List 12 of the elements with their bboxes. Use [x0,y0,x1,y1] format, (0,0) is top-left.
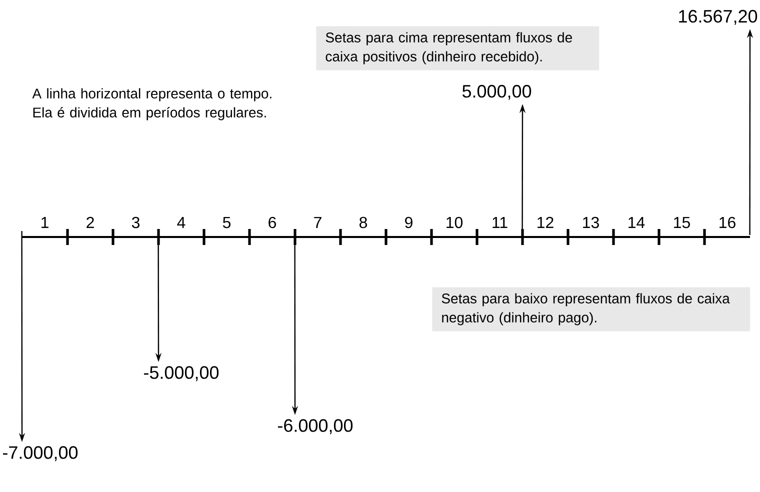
note-text: A linha horizontal representa o tempo. Ela é dividida em períodos regulares. [32,88,272,120]
value-label: 5.000,00 [462,84,532,100]
timeline [22,229,750,245]
note-box: Setas para baixo representam fluxos de caixa negativo (dinheiro pago). [432,287,750,332]
period-number: 12 [538,216,554,228]
period-number: 11 [492,216,508,228]
value-label: -5.000,00 [144,366,219,382]
value-label: 16.567,20 [679,10,758,25]
value-label: -7.000,00 [3,446,78,462]
note-box: Setas para cima representam fluxos de caixa positivos (dinheiro recebido). [316,26,600,70]
value-label: -6.000,00 [278,419,353,434]
period-number: 16 [720,216,736,228]
